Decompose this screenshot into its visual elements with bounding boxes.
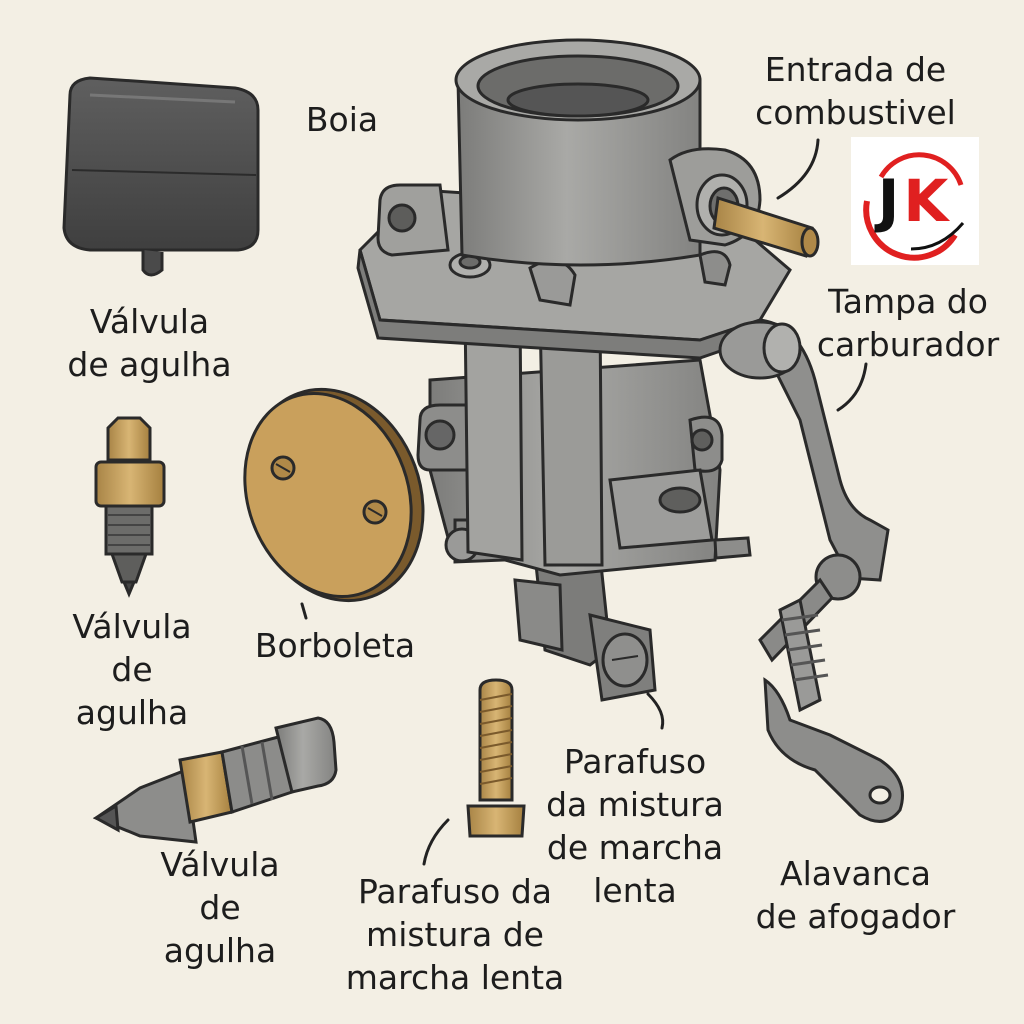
label-alavanca-afogador: Alavanca de afogador [748, 852, 963, 938]
idle-mixture-screw [466, 678, 526, 838]
label-entrada-line2: combustivel [755, 93, 956, 132]
label-valvula-mid-line1: Válvula [72, 607, 192, 646]
label-valvula-mid-line3: agulha [75, 693, 189, 732]
label-valvula-bottom-line1: Válvula [160, 845, 280, 884]
label-tampa-carburador: Tampa do carburador [808, 280, 1008, 366]
leader-borboleta [300, 602, 308, 620]
label-parafuso-right-line2: da mistura [546, 785, 724, 824]
label-valvula-mid: Válvula de agulha [62, 605, 202, 734]
label-entrada-line1: Entrada de [764, 50, 947, 89]
leader-parafuso-right [646, 692, 665, 730]
label-tampa-line2: carburador [816, 325, 1000, 364]
label-valvula-bottom-line2: de [199, 888, 241, 927]
label-valvula-mid-line2: de [111, 650, 153, 689]
label-parafuso-bottom-line3: marcha lenta [345, 958, 565, 997]
label-boia: Boia [302, 98, 382, 141]
label-parafuso-right: Parafuso da mistura de marcha lenta [540, 740, 730, 912]
leader-tampa [836, 362, 868, 412]
label-entrada-combustivel: Entrada de combustivel [748, 48, 963, 134]
label-valvula-top: Válvula de agulha [62, 300, 237, 386]
label-boia-line1: Boia [305, 100, 379, 139]
logo-letters: JK [851, 137, 979, 265]
label-parafuso-right-line1: Parafuso [563, 742, 707, 781]
choke-lever [758, 553, 904, 823]
label-valvula-bottom: Válvula de agulha [150, 843, 290, 972]
logo-letter-j: J [877, 167, 904, 235]
logo-ring-icon [863, 152, 965, 261]
jk-logo: JK [851, 137, 979, 265]
leader-entrada [776, 138, 820, 200]
label-parafuso-bottom: Parafuso da mistura de marcha lenta [340, 870, 570, 999]
throttle-disc [243, 387, 425, 603]
logo-letter-k: K [903, 167, 953, 235]
label-parafuso-bottom-line1: Parafuso da [357, 872, 552, 911]
leader-parafuso-bottom [422, 818, 450, 866]
label-alavanca-line1: Alavanca [780, 854, 931, 893]
fuel-inlet-tube [712, 196, 820, 258]
float-part [62, 76, 260, 277]
label-valvula-top-line2: de agulha [67, 345, 232, 384]
label-alavanca-line2: de afogador [755, 897, 956, 936]
leader-lines [300, 138, 868, 866]
needle-valve-upright [94, 416, 166, 598]
label-parafuso-right-line4: lenta [593, 871, 677, 910]
needle-valve-horizontal [92, 716, 338, 844]
label-borboleta-line1: Borboleta [254, 626, 416, 665]
label-valvula-top-line1: Válvula [89, 302, 210, 341]
label-parafuso-right-line3: de marcha [546, 828, 724, 867]
label-tampa-line1: Tampa do [828, 282, 988, 321]
label-borboleta: Borboleta [250, 624, 420, 667]
label-valvula-bottom-line3: agulha [163, 931, 277, 970]
carburetor-body [356, 38, 890, 702]
label-parafuso-bottom-line2: mistura de [366, 915, 544, 954]
